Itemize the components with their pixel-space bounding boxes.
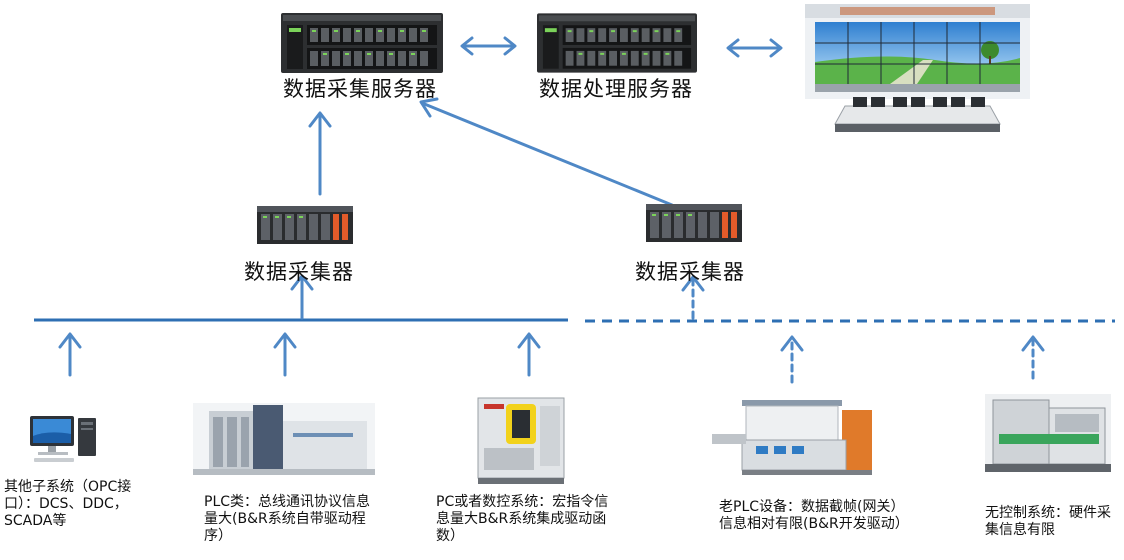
link-collect-process-arrow <box>460 36 517 56</box>
left-collector-label: 数据采集器 <box>244 260 354 284</box>
arrow-source-2 <box>273 332 297 377</box>
arrow-source-4 <box>780 335 804 384</box>
machine-no-control-icon <box>985 394 1111 472</box>
arrow-source-5 <box>1021 335 1045 380</box>
plc-cabinet-icon <box>193 403 375 475</box>
source-3-label: PC或者数控系统：宏指令信息量大B&R系统集成驱动函数） <box>436 494 609 544</box>
source-4-label: 老PLC设备：数据截帧(网关）信息相对有限(B&R开发驱动） <box>719 499 909 532</box>
right-collector-icon <box>646 204 742 242</box>
source-5-label: 无控制系统：硬件采集信息有限 <box>985 505 1111 538</box>
right-collector-label: 数据采集器 <box>635 260 745 284</box>
arrow-source-3 <box>517 332 541 377</box>
old-plc-line-icon <box>712 400 872 475</box>
process-server-icon <box>537 13 697 73</box>
source-1-label: 其他子系统（OPC接口）：DCS、DDC，SCADA等 <box>4 479 132 529</box>
link-process-screen-arrow <box>726 38 783 58</box>
process-server-label: 数据处理服务器 <box>539 77 693 101</box>
video-wall-icon <box>805 4 1030 132</box>
arrow-left-collector-to-server <box>308 111 332 196</box>
source-2-label: PLC类：总线通讯协议信息量大(B&R系统自带驱动程序） <box>204 494 371 544</box>
pc-icon <box>30 416 96 462</box>
arrow-bus-to-right-collector <box>681 275 705 320</box>
arrow-right-collector-to-server <box>419 97 674 207</box>
cnc-machine-icon <box>477 397 565 484</box>
left-collector-icon <box>257 206 353 244</box>
arrow-source-1 <box>58 332 82 377</box>
collect-server-icon <box>281 13 443 73</box>
arrow-bus-to-left-collector <box>290 274 314 320</box>
collect-server-label: 数据采集服务器 <box>283 77 437 101</box>
